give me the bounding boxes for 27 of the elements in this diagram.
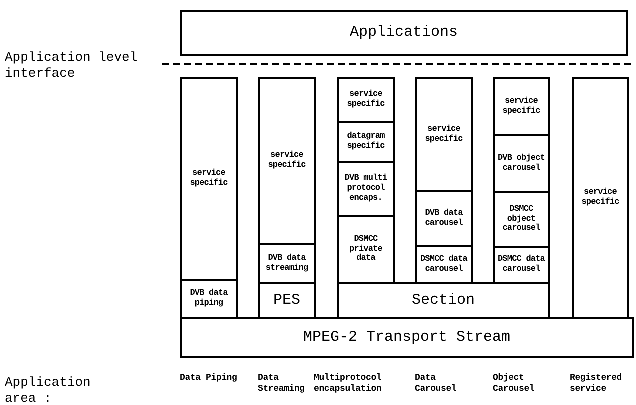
- protocol-box: DVB object carousel: [493, 134, 550, 193]
- protocol-box: DSMCC data carousel: [493, 246, 550, 284]
- layer-box: Section: [337, 282, 550, 319]
- protocol-box: service specific: [337, 77, 395, 123]
- application-area-label: Object Carousel: [493, 373, 536, 395]
- protocol-box: DVB data piping: [180, 279, 238, 319]
- layer-box: Applications: [180, 10, 628, 56]
- application-area-label: Multiprotocol encapsulation: [314, 373, 383, 395]
- protocol-box: DVB data streaming: [258, 243, 316, 284]
- protocol-box: service specific: [572, 77, 629, 319]
- application-area-label: Registered service: [570, 373, 624, 395]
- protocol-box: DSMCC data carousel: [415, 245, 473, 284]
- protocol-box: DVB multi protocol encaps.: [337, 161, 395, 217]
- protocol-box: DSMCC object carousel: [493, 191, 550, 248]
- interface-label: Application level interface: [5, 50, 139, 82]
- application-area-label: Data Carousel: [415, 373, 458, 395]
- layer-box: PES: [258, 282, 316, 319]
- layer-box: MPEG-2 Transport Stream: [180, 317, 634, 358]
- protocol-box: service specific: [493, 77, 550, 136]
- protocol-box: DVB data carousel: [415, 190, 473, 247]
- application-area-label: Data Piping: [180, 373, 238, 384]
- protocol-box: service specific: [258, 77, 316, 245]
- protocol-box: datagram specific: [337, 121, 395, 163]
- protocol-box: DSMCC private data: [337, 215, 395, 284]
- area-label: Application area :: [5, 375, 92, 405]
- protocol-box: service specific: [415, 77, 473, 192]
- protocol-box: service specific: [180, 77, 238, 281]
